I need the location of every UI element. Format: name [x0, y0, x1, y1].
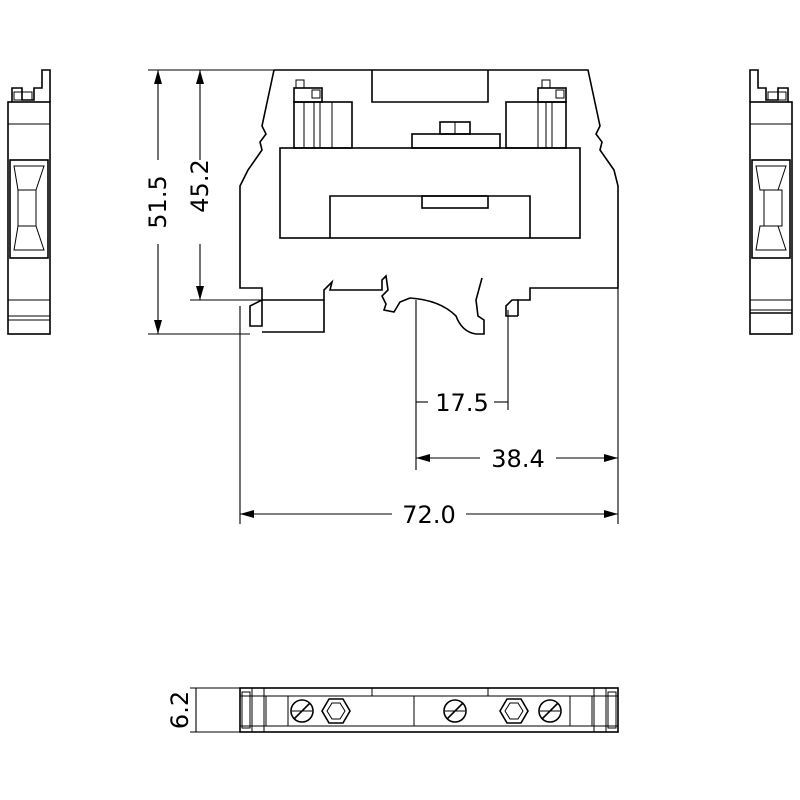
dimension-overall-height: 51.5 — [144, 69, 274, 335]
offset-label: 17.5 — [435, 389, 488, 417]
dimension-thickness: 6.2 — [166, 687, 240, 733]
screw-icon — [538, 699, 562, 723]
left-side-view — [7, 69, 51, 335]
dimension-half-width: 38.4 — [416, 288, 619, 524]
overall-height-label: 51.5 — [144, 175, 172, 228]
rail-height-label: 45.2 — [186, 159, 214, 212]
overall-width-label: 72.0 — [402, 501, 455, 529]
half-width-label: 38.4 — [491, 445, 544, 473]
right-side-view — [749, 69, 793, 335]
dimension-offset: 17.5 — [415, 300, 509, 470]
hex-nut-icon — [321, 698, 351, 724]
dimension-rail-height: 45.2 — [186, 70, 214, 300]
screw-icon — [443, 699, 467, 723]
front-view — [190, 69, 619, 335]
top-view — [239, 687, 619, 733]
hex-nut-icon — [499, 698, 529, 724]
screw-icon — [290, 699, 314, 723]
thickness-label: 6.2 — [166, 691, 194, 729]
dimension-overall-width: 72.0 — [239, 306, 618, 529]
